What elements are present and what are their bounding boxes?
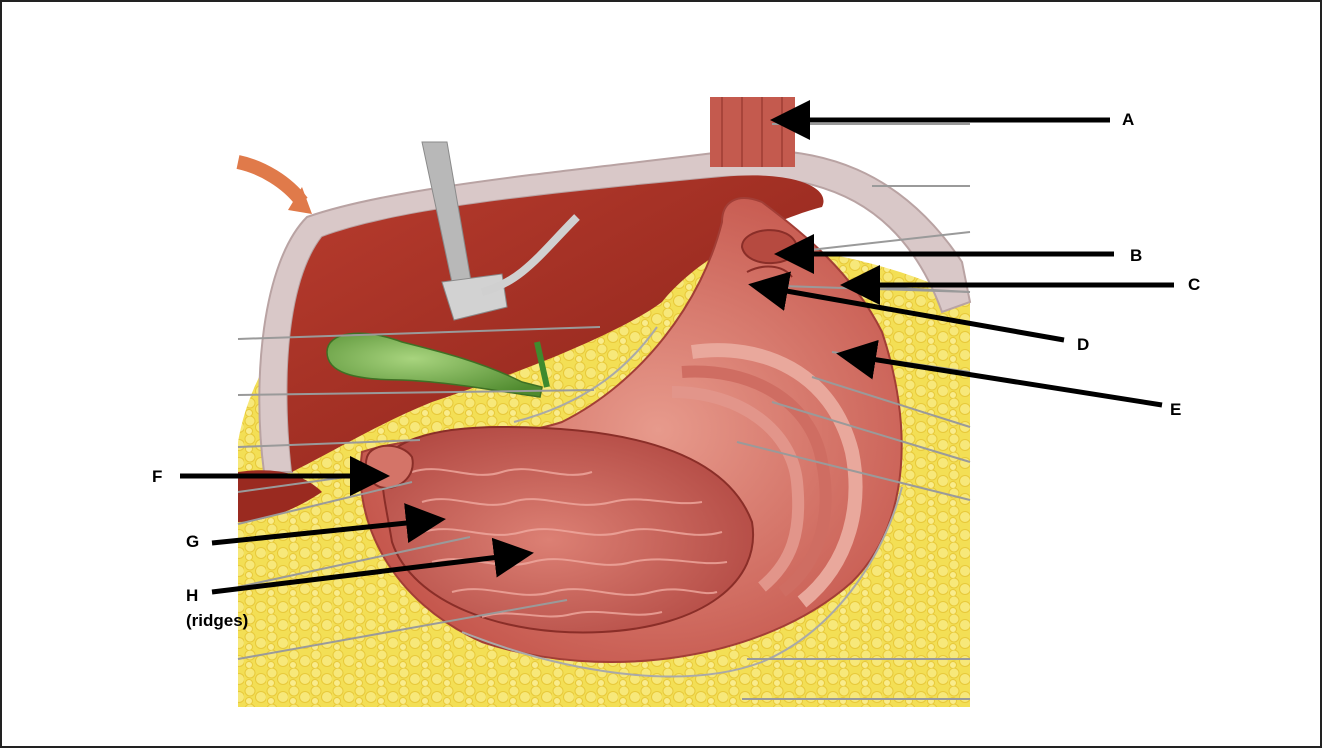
label-B: B <box>1130 246 1143 265</box>
gallbladder <box>326 332 543 398</box>
muscle-layer-inner <box>671 386 805 592</box>
label-F: F <box>152 467 163 486</box>
arrow-G <box>211 503 446 546</box>
greater-omentum-bracket <box>461 486 903 678</box>
label-D: D <box>1077 335 1090 354</box>
arrow-D <box>748 271 1065 343</box>
muscle-layer-middle <box>681 365 832 597</box>
label-E: E <box>1170 400 1182 419</box>
cardia-opening <box>740 229 799 265</box>
label-A: A <box>1122 110 1135 129</box>
liver <box>287 175 824 472</box>
pointer-arrows <box>180 100 1174 595</box>
arrow-H <box>211 537 534 595</box>
label-H-note: (ridges) <box>186 611 249 630</box>
muscle-layer-outer <box>691 343 863 608</box>
label-G: G <box>186 532 200 551</box>
lesser-omentum-bracket <box>513 326 658 423</box>
curved-arrow-icon <box>236 155 308 207</box>
label-C: C <box>1188 275 1201 294</box>
gastric-rugae <box>380 425 755 634</box>
label-H: H <box>186 586 199 605</box>
arrow-E <box>836 339 1163 408</box>
retractor-icon <box>421 141 580 321</box>
